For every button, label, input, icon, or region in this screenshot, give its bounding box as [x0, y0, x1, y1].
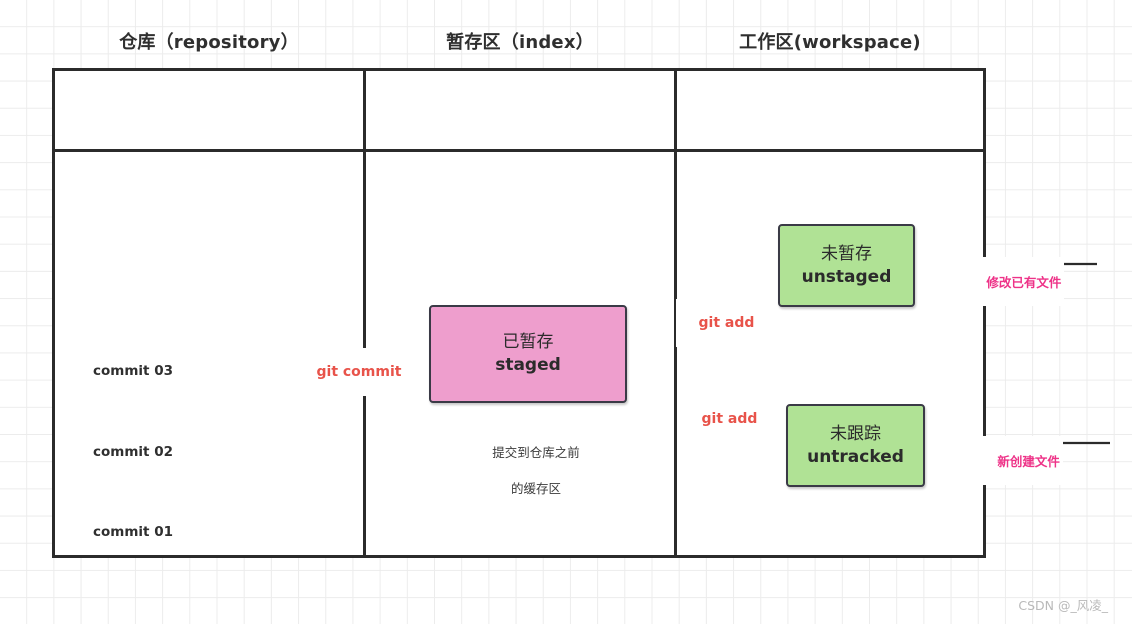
column-header-band [55, 71, 983, 152]
node-staged-caption: 提交到仓库之前 的缓存区 [429, 426, 627, 517]
node-staged-en: staged [495, 355, 561, 375]
edge-label-git-add-untracked: git add [679, 395, 761, 443]
node-staged-caption-line2: 的缓存区 [510, 481, 561, 497]
edge-label-git-commit: git commit [294, 348, 405, 396]
commit-label-01: commit 01 [63, 508, 173, 556]
edge-label-create-new-text: 新创建文件 [997, 454, 1060, 469]
column-header-index-label: 暂存区（index） [446, 31, 594, 53]
edge-label-modify-existing-text: 修改已有文件 [986, 275, 1062, 290]
commit-label-01-text: commit 01 [93, 524, 173, 540]
commit-label-03: commit 03 [63, 347, 173, 395]
edge-label-create-new: 新创建文件 [977, 436, 1063, 485]
node-untracked-en: untracked [807, 446, 904, 467]
node-unstaged[interactable]: 未暂存 unstaged [778, 224, 915, 307]
commit-label-02: commit 02 [63, 428, 173, 476]
column-header-index: 暂存区（index） [366, 0, 674, 81]
column-header-workspace-label: 工作区(workspace) [739, 31, 921, 53]
column-header-repository: 仓库（repository） [55, 0, 363, 81]
node-unstaged-en: unstaged [801, 266, 892, 287]
node-untracked-cn: 未跟踪 [830, 423, 881, 444]
commit-label-02-text: commit 02 [93, 444, 173, 460]
node-staged[interactable]: 已暂存 staged [429, 305, 627, 403]
edge-label-modify-existing: 修改已有文件 [966, 257, 1065, 306]
column-divider-2 [674, 71, 677, 555]
node-unstaged-cn: 未暂存 [821, 243, 872, 264]
watermark: CSDN @_风凌_ [1018, 595, 1108, 614]
commit-label-03-text: commit 03 [93, 363, 173, 379]
column-header-repository-label: 仓库（repository） [119, 31, 299, 53]
watermark-text: CSDN @_风凌_ [1018, 598, 1108, 613]
node-untracked[interactable]: 未跟踪 untracked [786, 404, 925, 487]
edge-label-git-commit-text: git commit [316, 364, 402, 380]
node-staged-cn: 已暂存 [502, 332, 554, 353]
column-header-workspace: 工作区(workspace) [677, 0, 983, 81]
edge-label-git-add-unstaged: git add [676, 299, 758, 347]
node-staged-caption-line1: 提交到仓库之前 [492, 445, 580, 461]
edge-label-git-add-unstaged-text: git add [698, 315, 755, 331]
column-divider-1 [363, 71, 366, 555]
edge-label-git-add-untracked-text: git add [701, 411, 758, 427]
